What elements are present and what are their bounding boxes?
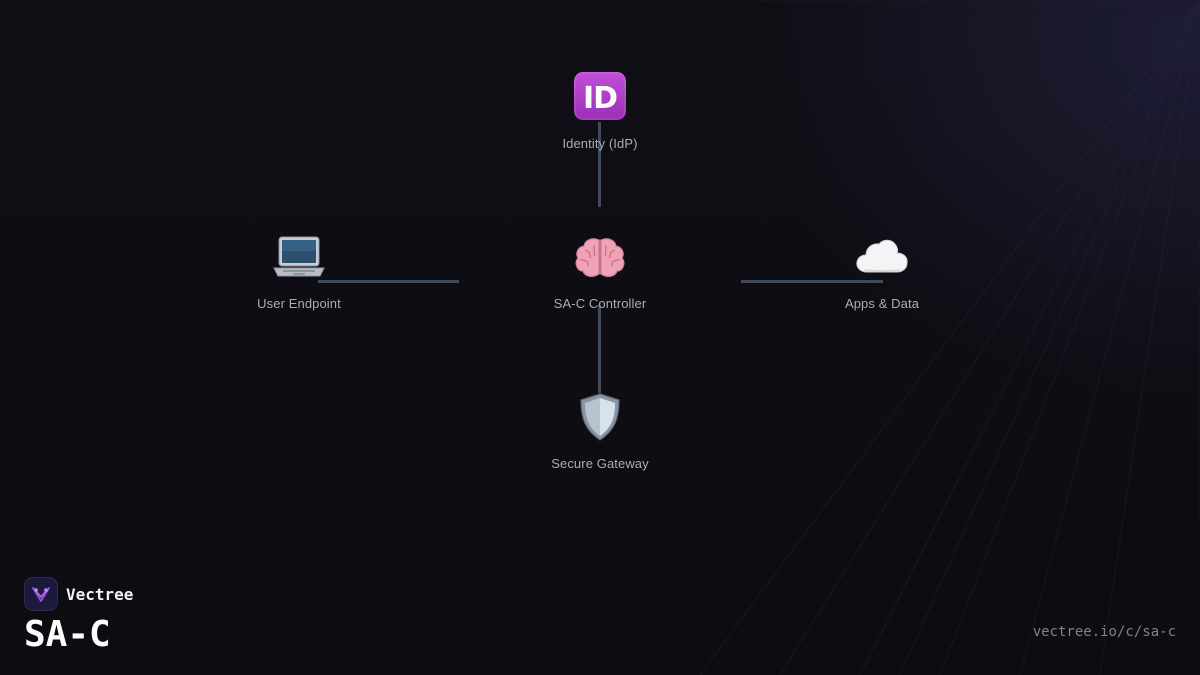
node-gateway[interactable]: Secure Gateway bbox=[520, 388, 680, 471]
vectree-logo-icon bbox=[24, 577, 58, 611]
node-gateway-label: Secure Gateway bbox=[551, 456, 649, 471]
node-apps-label: Apps & Data bbox=[844, 296, 920, 311]
node-identity-label: Identity (IdP) bbox=[562, 136, 638, 151]
cloud-icon bbox=[852, 228, 912, 288]
node-endpoint[interactable]: User Endpoint bbox=[219, 228, 379, 311]
edge-controller-apps bbox=[741, 280, 883, 283]
brand-name: Vectree bbox=[66, 584, 134, 604]
id-badge-icon: ID bbox=[570, 68, 630, 128]
shield-icon bbox=[570, 388, 630, 448]
node-identity[interactable]: ID Identity (IdP) bbox=[520, 68, 680, 151]
brain-icon bbox=[570, 228, 630, 288]
node-controller-label: SA-C Controller bbox=[553, 296, 647, 311]
brand-block: Vectree SA-C bbox=[24, 577, 133, 655]
edge-controller-gateway bbox=[598, 305, 601, 393]
product-url[interactable]: vectree.io/c/sa-c bbox=[1032, 624, 1176, 640]
laptop-icon bbox=[269, 228, 329, 288]
node-apps[interactable]: Apps & Data bbox=[802, 228, 962, 311]
edge-identity-controller bbox=[598, 122, 601, 207]
node-endpoint-label: User Endpoint bbox=[257, 296, 341, 311]
node-controller[interactable]: SA-C Controller bbox=[520, 228, 680, 311]
edge-endpoint-controller bbox=[318, 280, 459, 283]
product-title: SA-C bbox=[24, 614, 111, 655]
